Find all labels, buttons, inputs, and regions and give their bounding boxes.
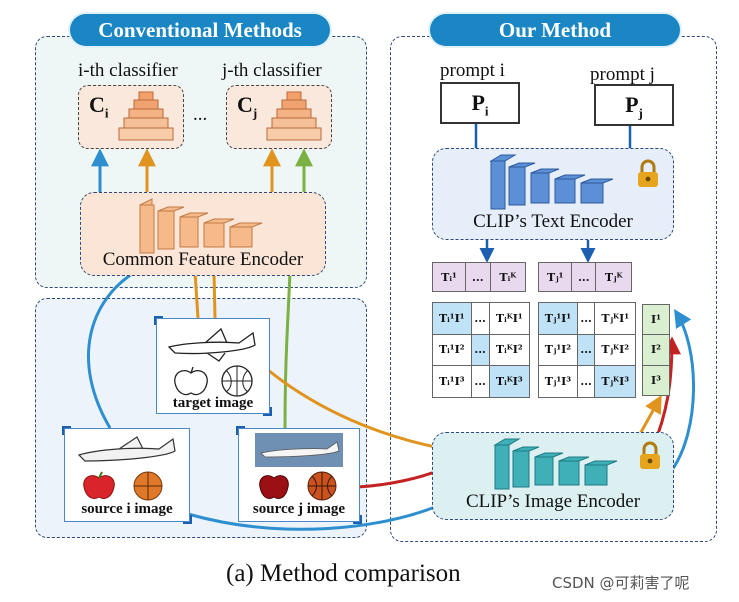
prompt-j-box: Pj bbox=[594, 84, 674, 126]
classifier-i-subscript: i bbox=[104, 105, 109, 121]
encoder-layers-icon bbox=[493, 438, 618, 490]
prompt-i-box: Pi bbox=[440, 82, 520, 124]
prompt-i-subscript: i bbox=[484, 103, 489, 119]
clip-image-encoder-label: CLIP’s Image Encoder bbox=[465, 491, 641, 512]
airplane-drawing-icon bbox=[77, 436, 176, 462]
token-cell: ... bbox=[571, 262, 597, 292]
matrix-cell: Tⱼ¹I² bbox=[538, 333, 578, 367]
pyramid-icon bbox=[118, 91, 174, 141]
similarity-matrix-i: Tᵢ¹I¹ ... TᵢᴷI¹ Tᵢ¹I² ... TᵢᴷI² Tᵢ¹I³ ..… bbox=[432, 302, 531, 398]
clip-text-encoder: CLIP’s Text Encoder bbox=[432, 148, 674, 240]
image-features-column: I¹ I² I³ bbox=[642, 303, 670, 397]
matrix-cell: ... bbox=[470, 365, 490, 398]
matrix-cell: TⱼᴷI¹ bbox=[594, 302, 636, 335]
prompt-j-subscript: j bbox=[638, 105, 643, 121]
matrix-cell: ... bbox=[470, 333, 490, 367]
clip-image-encoder: CLIP’s Image Encoder bbox=[432, 432, 674, 520]
apple-icon bbox=[83, 471, 115, 500]
token-cell: Tᵢᴷ bbox=[489, 262, 527, 292]
matrix-cell: TᵢᴷI² bbox=[488, 333, 531, 367]
figure-caption: (a) Method comparison bbox=[226, 560, 461, 587]
matrix-cell: Tⱼ¹I¹ bbox=[538, 302, 578, 335]
image-feature-cell: I² bbox=[642, 334, 670, 366]
token-cell: ... bbox=[464, 262, 491, 292]
airplane-sketch-icon bbox=[167, 327, 256, 362]
similarity-matrix-j: Tⱼ¹I¹ ... TⱼᴷI¹ Tⱼ¹I² ... TⱼᴷI² Tⱼ¹I³ ..… bbox=[538, 302, 636, 398]
matrix-cell: Tᵢ¹I² bbox=[432, 333, 472, 367]
target-image-label: target image bbox=[172, 395, 254, 411]
our-method-title: Our Method bbox=[430, 14, 680, 46]
apple-sketch-icon bbox=[174, 366, 208, 396]
source-j-image: source j image bbox=[236, 426, 362, 524]
matrix-cell: Tᵢ¹I³ bbox=[432, 365, 472, 398]
classifier-i-box: Ci bbox=[78, 85, 184, 149]
token-cell: Tᵢ¹ bbox=[432, 262, 466, 292]
matrix-cell: ... bbox=[576, 365, 596, 398]
classifier-i-symbol: C bbox=[89, 92, 105, 117]
classifier-j-symbol: C bbox=[237, 92, 253, 117]
classifier-i-label: i-th classifier bbox=[78, 60, 178, 81]
target-image: target image bbox=[154, 316, 272, 416]
source-i-image-label: source i image bbox=[81, 501, 173, 517]
common-feature-encoder: Common Feature Encoder bbox=[80, 192, 326, 276]
token-cell: Tⱼ¹ bbox=[537, 262, 573, 292]
source-j-image-label: source j image bbox=[252, 501, 346, 517]
watermark: CSDN @可莉害了呢 bbox=[552, 574, 690, 592]
token-cell: Tⱼᴷ bbox=[595, 262, 632, 292]
matrix-cell: TᵢᴷI¹ bbox=[488, 302, 531, 335]
prompt-i-symbol: P bbox=[471, 90, 485, 115]
basketball-sketch-icon bbox=[221, 365, 253, 397]
classifier-j-label: j-th classifier bbox=[222, 60, 322, 81]
prompt-j-symbol: P bbox=[625, 92, 639, 117]
airplane-icon bbox=[260, 441, 340, 458]
matrix-cell: TⱼᴷI³ bbox=[594, 365, 636, 398]
matrix-cell: Tⱼ¹I³ bbox=[538, 365, 578, 398]
pyramid-icon bbox=[266, 91, 322, 141]
airplane-photo bbox=[255, 433, 343, 467]
lock-icon bbox=[638, 159, 658, 187]
text-tokens-j: Tⱼ¹ ... Tⱼᴷ bbox=[537, 262, 632, 292]
basketball-icon bbox=[133, 471, 163, 501]
matrix-cell: ... bbox=[576, 302, 596, 335]
lock-icon bbox=[640, 441, 660, 469]
encoder-layers-icon bbox=[489, 154, 614, 210]
conventional-methods-title: Conventional Methods bbox=[70, 14, 330, 46]
matrix-cell: Tᵢ¹I¹ bbox=[432, 302, 472, 335]
matrix-cell: ... bbox=[576, 333, 596, 367]
prompt-j-label: prompt j bbox=[590, 64, 655, 85]
matrix-cell: TᵢᴷI³ bbox=[488, 365, 531, 398]
classifier-j-subscript: j bbox=[252, 105, 258, 121]
encoder-layers-icon bbox=[139, 198, 263, 254]
clip-text-encoder-label: CLIP’s Text Encoder bbox=[473, 211, 633, 232]
text-tokens-i: Tᵢ¹ ... Tᵢᴷ bbox=[432, 262, 527, 292]
prompt-i-label: prompt i bbox=[440, 60, 505, 81]
image-feature-cell: I³ bbox=[642, 364, 670, 397]
image-feature-cell: I¹ bbox=[642, 303, 670, 336]
apple-icon bbox=[259, 475, 289, 500]
classifier-ellipsis: ... bbox=[193, 104, 208, 125]
basketball-icon bbox=[307, 471, 337, 501]
source-i-image: source i image bbox=[62, 426, 192, 524]
matrix-cell: ... bbox=[470, 302, 490, 335]
classifier-j-box: Cj bbox=[226, 85, 332, 149]
matrix-cell: TⱼᴷI² bbox=[594, 333, 636, 367]
common-feature-encoder-label: Common Feature Encoder bbox=[102, 249, 304, 270]
